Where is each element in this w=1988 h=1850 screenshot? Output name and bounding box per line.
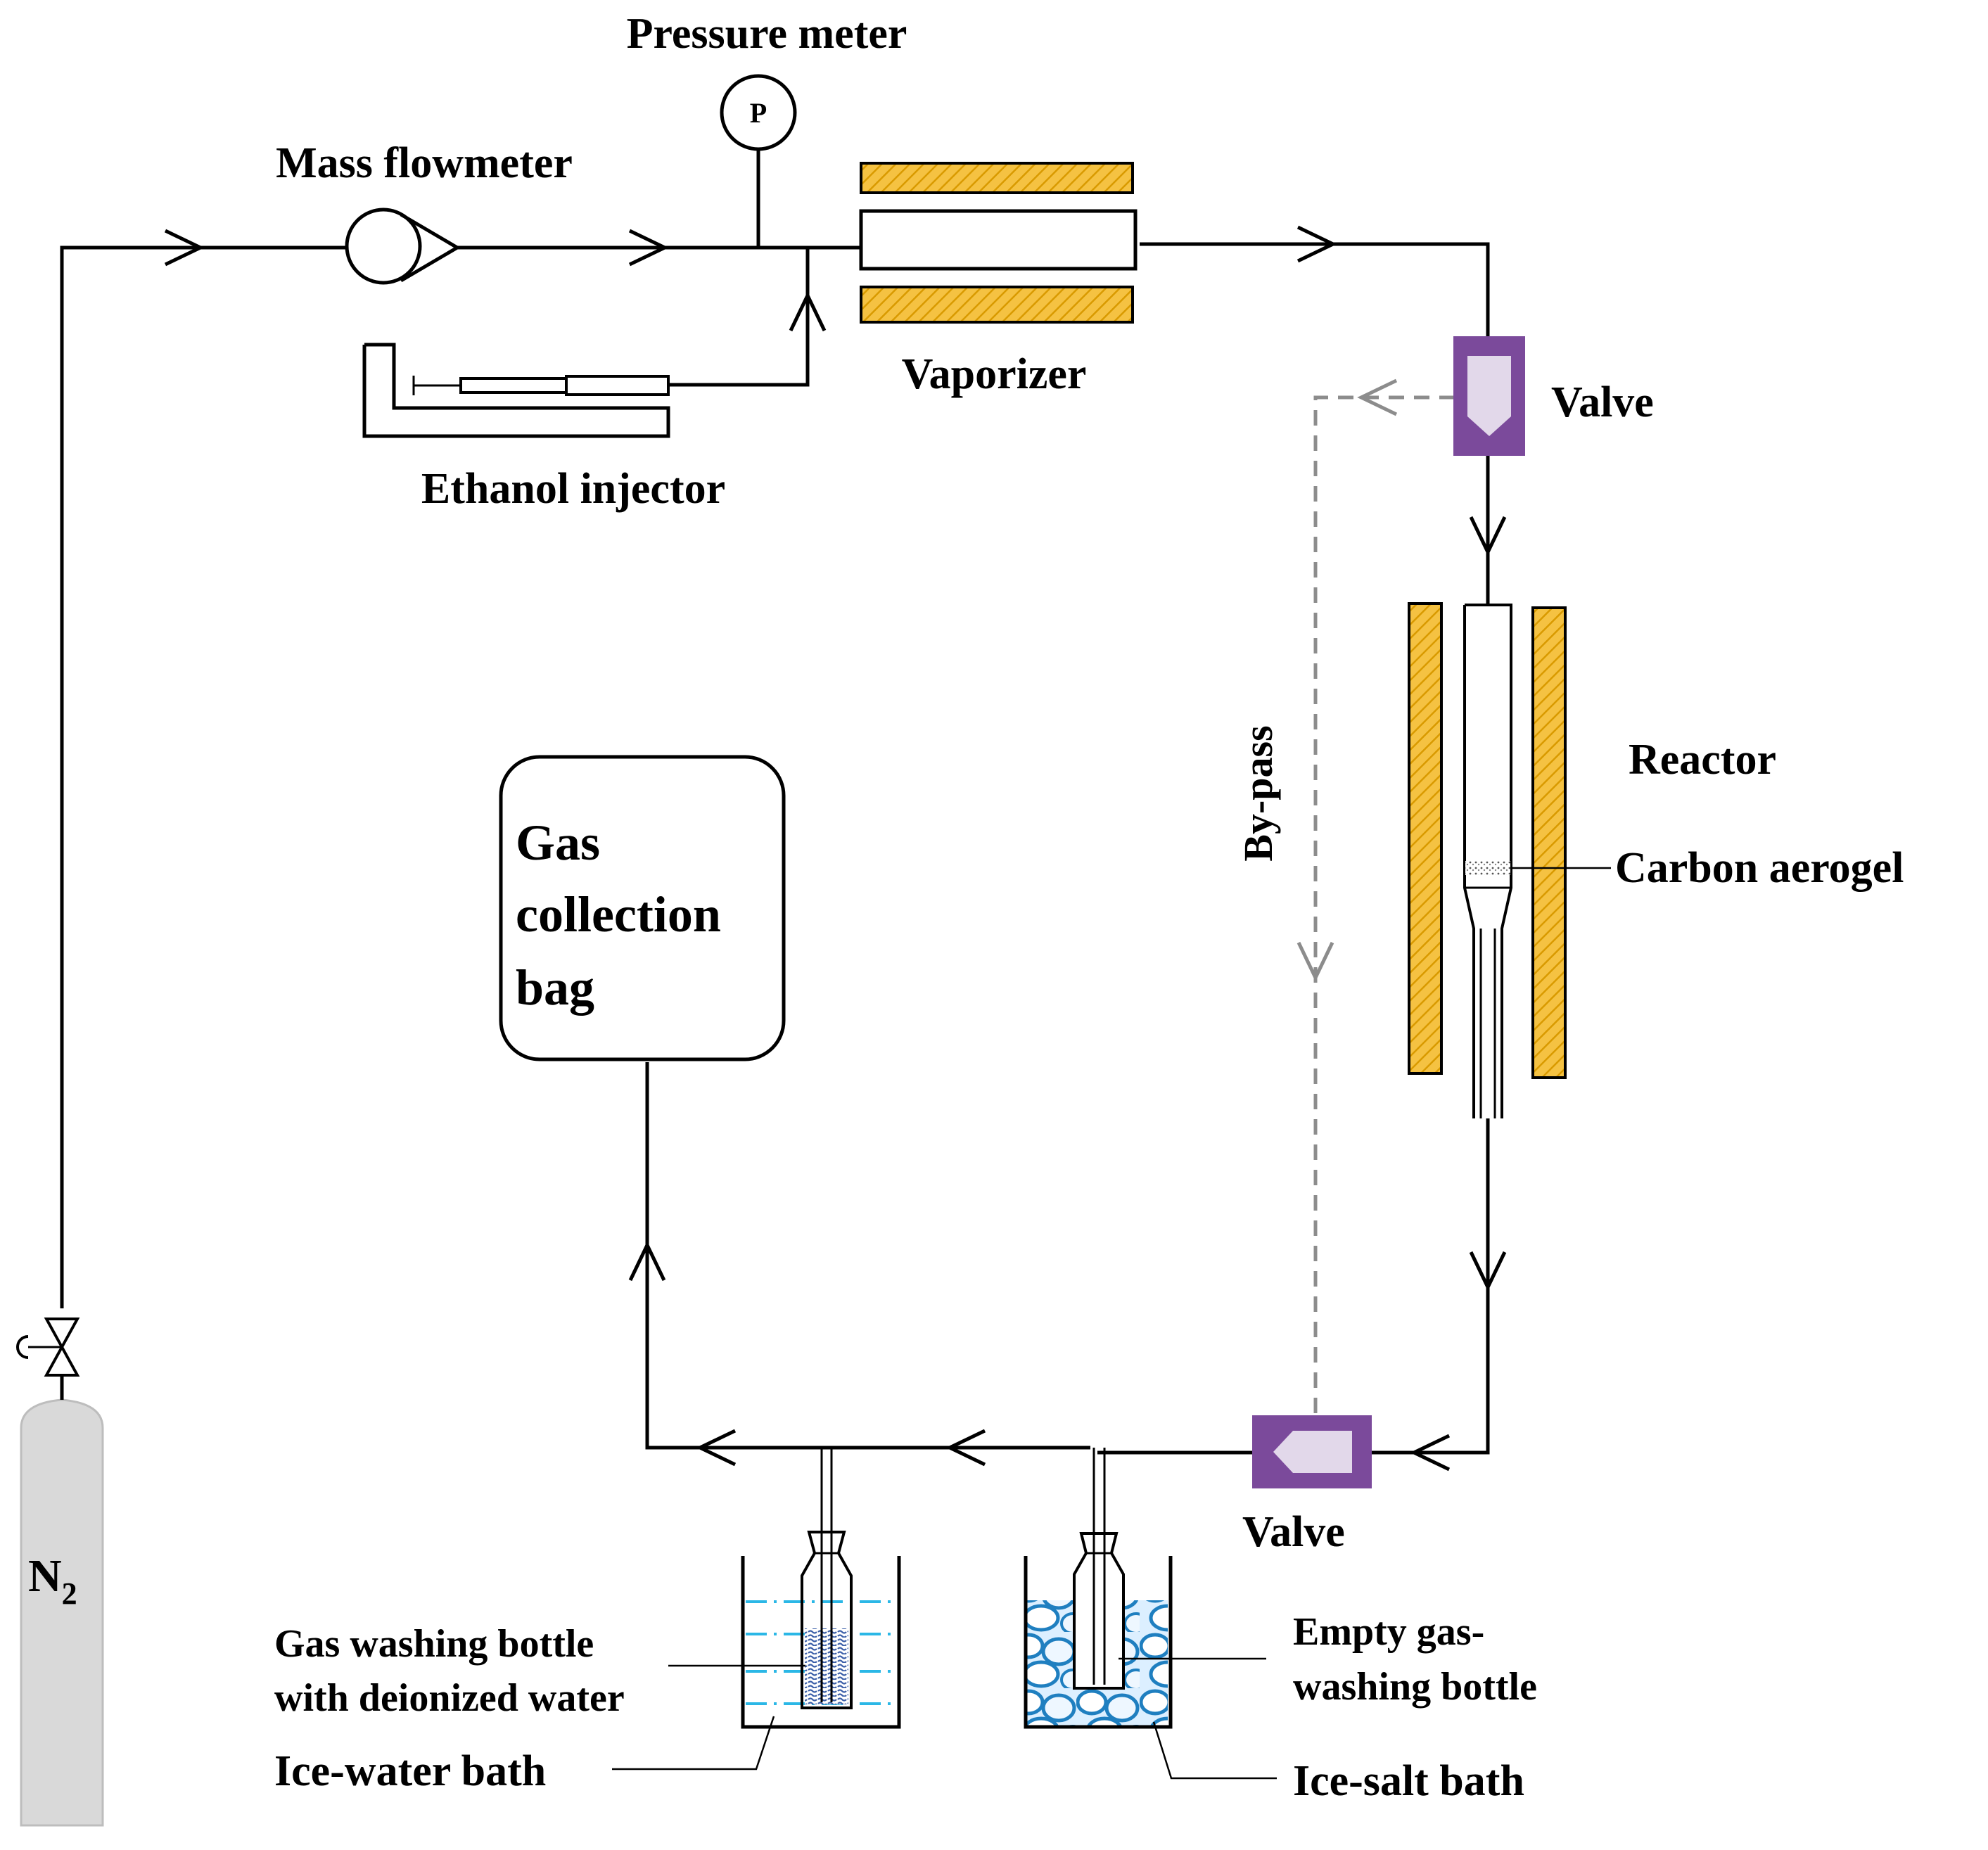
vaporizer-to-valve-line <box>1140 242 1490 336</box>
flow-arrow <box>945 1429 986 1467</box>
n2-cylinder: N2 <box>16 1318 104 1827</box>
bath-beaker <box>1024 1556 1173 1729</box>
flow-arrow <box>628 229 669 267</box>
reactor-heater-right <box>1531 606 1567 1079</box>
pressure-symbol: P <box>750 97 767 129</box>
flowmeter-icon <box>345 208 422 285</box>
valve-top <box>1453 336 1525 456</box>
pipework <box>60 141 1490 1455</box>
vaporizer-heater-bottom <box>860 286 1134 324</box>
deionized-water <box>805 1628 848 1704</box>
flowmeter-cone <box>400 212 461 283</box>
ethanol-injector-label: Ethanol injector <box>421 465 725 513</box>
vaporizer <box>859 162 1138 324</box>
return-to-bag-line <box>645 1062 1090 1450</box>
gas-bag-label-line2: collection <box>516 886 721 943</box>
empty-washing-bottle <box>1073 1532 1125 1690</box>
labels: Pressure meter Mass flowmeter Vaporizer … <box>274 10 1904 1805</box>
reactor-heater-left <box>1408 602 1443 1075</box>
syringe-plunger <box>459 377 568 394</box>
flow-arrow <box>1469 1251 1507 1291</box>
flow-arrows <box>164 225 1507 1472</box>
valve-top-label: Valve <box>1551 378 1654 426</box>
bypass-arrow <box>1357 378 1398 416</box>
gas-collection-bag: Gas collection bag <box>499 755 786 1061</box>
ice-salt-bath <box>1024 1448 1173 1729</box>
reactor <box>1408 602 1611 1118</box>
valve-bottom <box>1252 1415 1372 1488</box>
ice-salt-bath-label: Ice-salt bath <box>1293 1757 1524 1805</box>
ice-water-bath-label: Ice-water bath <box>274 1747 546 1795</box>
flow-arrow <box>1410 1434 1451 1472</box>
injector-feed-line <box>668 248 810 387</box>
reactor-label: Reactor <box>1629 736 1776 784</box>
vaporizer-tube <box>859 209 1138 271</box>
bypass-dashed-line <box>1313 395 1455 1414</box>
n2-subscript: 2 <box>62 1576 77 1611</box>
bypass-label: By-pass <box>1235 725 1281 861</box>
syringe-barrel <box>565 375 670 396</box>
syringe-pump-body <box>362 343 670 438</box>
svg-text:N2: N2 <box>28 1550 77 1611</box>
pressure-meter: P <box>720 74 797 151</box>
mass-flowmeter <box>345 208 461 285</box>
flow-arrow <box>628 1241 666 1282</box>
valve-indicator-icon <box>1467 356 1511 436</box>
ice-water-bath <box>741 1446 901 1729</box>
flow-arrow <box>789 291 827 332</box>
flow-arrow <box>1469 516 1507 556</box>
empty-bottle-label-line2: washing bottle <box>1293 1665 1537 1709</box>
gas-bag-label-line3: bag <box>516 959 594 1016</box>
needle-valve-icon <box>44 1318 80 1351</box>
pressure-gauge-icon <box>720 74 797 151</box>
valve-bottom-label: Valve <box>1242 1508 1345 1556</box>
empty-bottle-label-line1: Empty gas- <box>1293 1610 1484 1654</box>
leader-lines <box>612 1657 1277 1780</box>
vaporizer-heater-top <box>860 162 1134 194</box>
gas-cylinder-icon <box>20 1398 104 1827</box>
bypass-line <box>1296 378 1455 1414</box>
flow-arrow <box>164 229 205 267</box>
flow-arrow <box>696 1429 737 1467</box>
bypass-arrow <box>1296 941 1334 982</box>
gas-bag-label-line1: Gas <box>516 815 600 871</box>
flow-arrow <box>1296 225 1337 263</box>
washing-bottle-label-line1: Gas washing bottle <box>274 1622 594 1666</box>
reactor-to-valve-line <box>1372 1118 1490 1455</box>
valve-handle-icon <box>16 1335 29 1359</box>
washing-bottle-label-line2: with deionized water <box>274 1676 625 1720</box>
bath-beaker <box>741 1556 901 1729</box>
pressure-meter-label: Pressure meter <box>627 10 907 58</box>
washing-bottle <box>801 1531 853 1709</box>
mass-flowmeter-label: Mass flowmeter <box>276 139 573 187</box>
gas-bag-outline <box>499 755 786 1061</box>
n2-symbol: N <box>28 1550 62 1602</box>
n2-supply-line <box>60 245 346 1308</box>
vaporizer-label: Vaporizer <box>902 350 1087 398</box>
ethanol-injector <box>362 343 670 438</box>
carbon-aerogel-bed <box>1465 861 1510 875</box>
valve-indicator-icon <box>1273 1431 1352 1473</box>
carbon-aerogel-label: Carbon aerogel <box>1615 844 1904 892</box>
